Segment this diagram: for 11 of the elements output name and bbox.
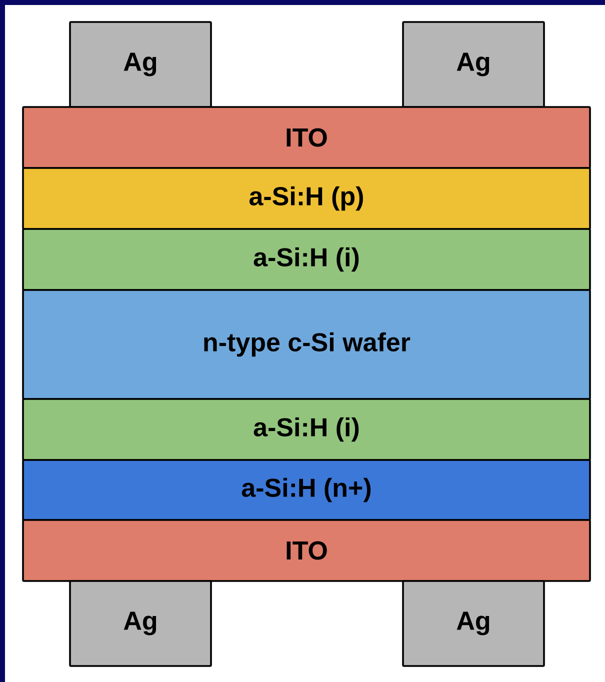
layer-band: a-Si:H (i): [22, 398, 591, 461]
layer-band: ITO: [22, 519, 591, 582]
contact-block: Ag: [69, 580, 212, 667]
layer-band: n-type c-Si wafer: [22, 289, 591, 400]
contact-block: Ag: [402, 21, 545, 108]
layer-band: ITO: [22, 106, 591, 169]
contact-block: Ag: [69, 21, 212, 108]
layer-band: a-Si:H (p): [22, 167, 591, 230]
layer-band: a-Si:H (n+): [22, 459, 591, 521]
contact-block: Ag: [402, 580, 545, 667]
layer-band: a-Si:H (i): [22, 228, 591, 291]
